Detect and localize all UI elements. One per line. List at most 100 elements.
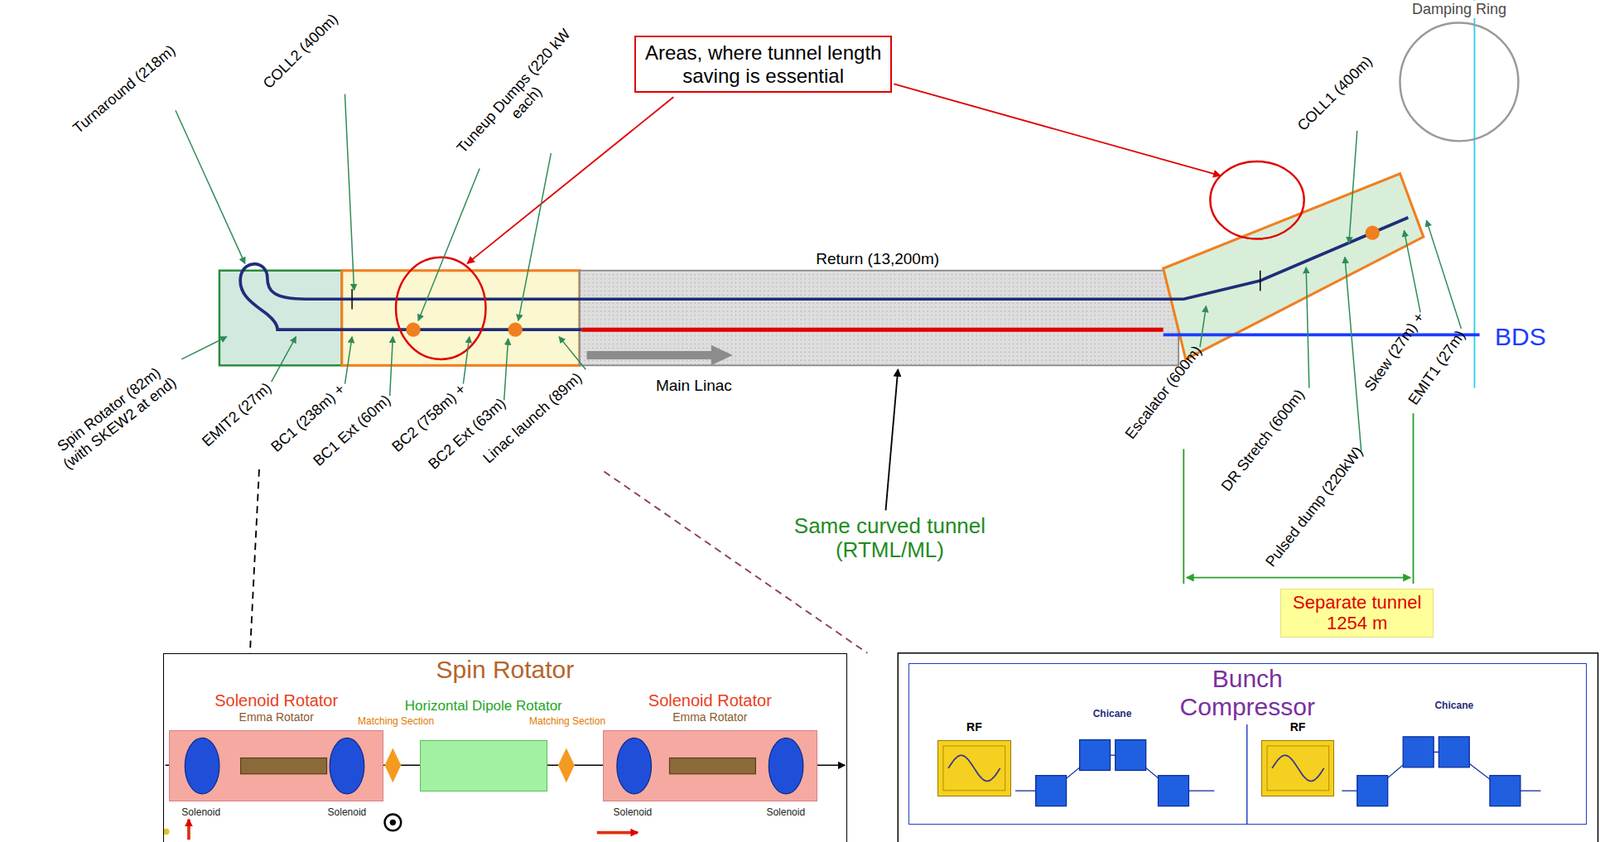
rf-inner-frame xyxy=(943,746,1006,791)
emma-rotator-bar xyxy=(669,757,756,774)
rf-cavity-body xyxy=(1261,740,1335,797)
rf-cavity: RF xyxy=(934,720,1014,797)
solenoid-rotator: Solenoid RotatorEmma Rotator xyxy=(168,691,384,802)
inset-frame xyxy=(897,653,1598,842)
leader-line xyxy=(271,337,297,382)
section-label: EMIT1 (27m) xyxy=(1404,327,1469,409)
compressor-area xyxy=(342,270,580,367)
node-title: Solenoid Rotator xyxy=(602,691,818,711)
annotation-label: Matching Section xyxy=(529,716,606,728)
bds-line xyxy=(1163,333,1480,338)
dump-dot xyxy=(508,322,523,338)
chicane-magnet xyxy=(1357,775,1388,807)
chicane-magnet xyxy=(1036,775,1067,807)
rf-cavity-symbol xyxy=(1262,741,1335,796)
leader-line xyxy=(1200,306,1206,347)
dump-dot xyxy=(405,322,420,338)
annotation-label: Solenoid xyxy=(327,807,367,820)
annotation-label: Solenoid xyxy=(181,807,221,820)
section-label: Tuneup Dumps (220 kW each) xyxy=(449,20,592,174)
leader-line xyxy=(390,337,394,396)
dipole-rotator: Horizontal Dipole Rotator xyxy=(396,698,570,792)
spin-arrow-right xyxy=(597,831,638,835)
annotation-label: Same curved tunnel (RTML/ML) xyxy=(777,514,1002,564)
rf-cavity-symbol xyxy=(938,741,1011,796)
stage-divider xyxy=(1246,724,1248,825)
curved-tunnel-band xyxy=(579,270,1179,367)
solenoid-rotator-symbol xyxy=(603,731,817,801)
emma-rotator-bar xyxy=(240,757,328,774)
leader-line xyxy=(1403,231,1421,314)
dump-dot xyxy=(1365,226,1380,241)
chicane-magnet xyxy=(1079,740,1111,772)
spin-out-of-plane-dot xyxy=(390,819,396,826)
solenoid-symbol xyxy=(616,737,652,794)
bunch-compressor-inset: Bunch CompressorRFRF xyxy=(908,663,1587,825)
solenoid-rotator: Solenoid RotatorEmma Rotator xyxy=(602,691,818,802)
inset-pointer xyxy=(603,471,868,653)
beam-direction-arrow xyxy=(586,345,733,367)
callout-box: Areas, where tunnel length saving is ess… xyxy=(634,35,892,93)
solenoid-symbol xyxy=(768,737,804,794)
leader-line xyxy=(344,94,354,291)
leader-line xyxy=(175,110,246,264)
damping-ring-body xyxy=(1397,20,1521,144)
ring-outline xyxy=(1399,22,1519,141)
solenoid-rotator-body xyxy=(168,730,384,802)
node-title: Separate tunnel 1254 m xyxy=(1284,592,1430,635)
node-title: RF xyxy=(1257,720,1338,734)
matching-diamond xyxy=(385,747,402,783)
solenoid-symbol xyxy=(329,737,365,794)
section-label: COLL1 (400m) xyxy=(1293,53,1376,135)
section-label: Turnaround (218m) xyxy=(70,42,180,138)
leader-line xyxy=(1344,257,1362,452)
dipole-rotator-body xyxy=(419,740,548,792)
annotation-label: Matching Section xyxy=(357,716,434,728)
solenoid-rotator-symbol xyxy=(169,731,383,801)
annotation-label: Chicane xyxy=(1434,700,1474,713)
leader-line xyxy=(344,337,352,385)
section-label: Pulsed dump (220kW) xyxy=(1262,443,1367,571)
leader-line xyxy=(518,153,551,321)
rf-sine-symbol xyxy=(1272,756,1325,782)
solenoid-symbol xyxy=(185,737,221,794)
node-subtitle: Emma Rotator xyxy=(602,710,818,724)
turnaround-area xyxy=(219,270,343,367)
spin-dot xyxy=(163,828,169,835)
node-title: Damping Ring xyxy=(1409,0,1509,19)
node-title: Bunch Compressor xyxy=(1172,665,1322,723)
section-label: EMIT2 (27m) xyxy=(198,380,275,452)
leader-line xyxy=(504,338,509,400)
tunnel-length-box: Separate tunnel 1254 m xyxy=(1280,588,1434,638)
rf-sine-symbol xyxy=(948,756,1001,782)
inset-pointer xyxy=(250,469,260,654)
pointer-arrow xyxy=(886,369,899,511)
annotation-label: BDS xyxy=(1494,322,1547,352)
node-title: RF xyxy=(934,720,1014,734)
callout-arrow xyxy=(893,83,1220,176)
rf-cavity: RF xyxy=(1257,720,1338,797)
chicane-magnet xyxy=(1115,740,1147,772)
leader-line xyxy=(559,337,586,370)
section-tick xyxy=(1259,270,1261,292)
leader-line xyxy=(418,168,480,322)
spin-rotator-inset: Spin RotatorSolenoid RotatorEmma Rotator… xyxy=(163,653,848,842)
matching-diamond xyxy=(558,747,575,783)
annotation-label: Chicane xyxy=(1093,708,1133,721)
leader-line xyxy=(1426,220,1462,329)
leader-line xyxy=(1306,267,1310,388)
node-title: Areas, where tunnel length saving is ess… xyxy=(642,41,884,87)
node-title: Spin Rotator xyxy=(163,655,847,685)
dimension-arrow xyxy=(1186,577,1411,579)
solenoid-rotator-body xyxy=(602,730,818,802)
chicane-magnet xyxy=(1157,775,1189,807)
chicane-magnet xyxy=(1489,775,1521,807)
annotation-label: Main Linac xyxy=(655,376,733,396)
chicane-magnet xyxy=(1402,737,1434,768)
leader-line xyxy=(181,337,227,360)
highlight-ellipse xyxy=(1209,161,1304,240)
section-label: Spin Rotator (82m) (with SKEW2 at end) xyxy=(43,355,185,478)
leader-line xyxy=(462,337,469,385)
damping-ring-symbol xyxy=(1397,20,1521,144)
